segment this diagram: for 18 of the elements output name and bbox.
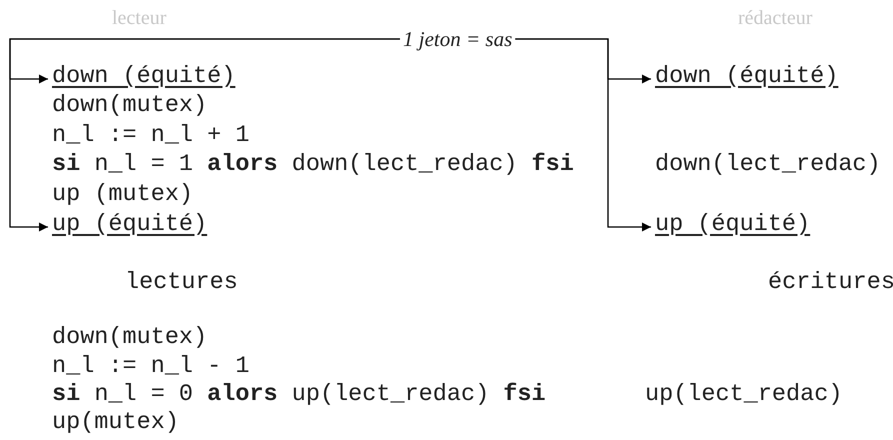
code-line: up (mutex) (52, 181, 194, 209)
code-line: down(lect_redac) (655, 151, 881, 179)
arrow (515, 38, 651, 232)
code-line: n_l := n_l - 1 (52, 353, 250, 381)
section-label: écritures (768, 269, 893, 297)
section-label: lectures (125, 269, 238, 297)
code-line: down (équité) (52, 63, 236, 91)
code-line: si n_l = 1 alors down(lect_redac) fsi (52, 151, 574, 179)
code-line: up (équité) (655, 211, 810, 239)
code-line: n_l := n_l + 1 (52, 122, 250, 150)
code-line: up(lect_redac) (645, 381, 842, 409)
code-line: down(mutex) (52, 92, 208, 120)
code-line: up(mutex) (52, 409, 179, 437)
code-line: si n_l = 0 alors up(lect_redac) fsi (52, 381, 546, 409)
code-line: up (équité) (52, 211, 208, 239)
arrow (9, 38, 400, 232)
code-line: down (équité) (655, 63, 838, 91)
code-line: down(mutex) (52, 324, 208, 352)
